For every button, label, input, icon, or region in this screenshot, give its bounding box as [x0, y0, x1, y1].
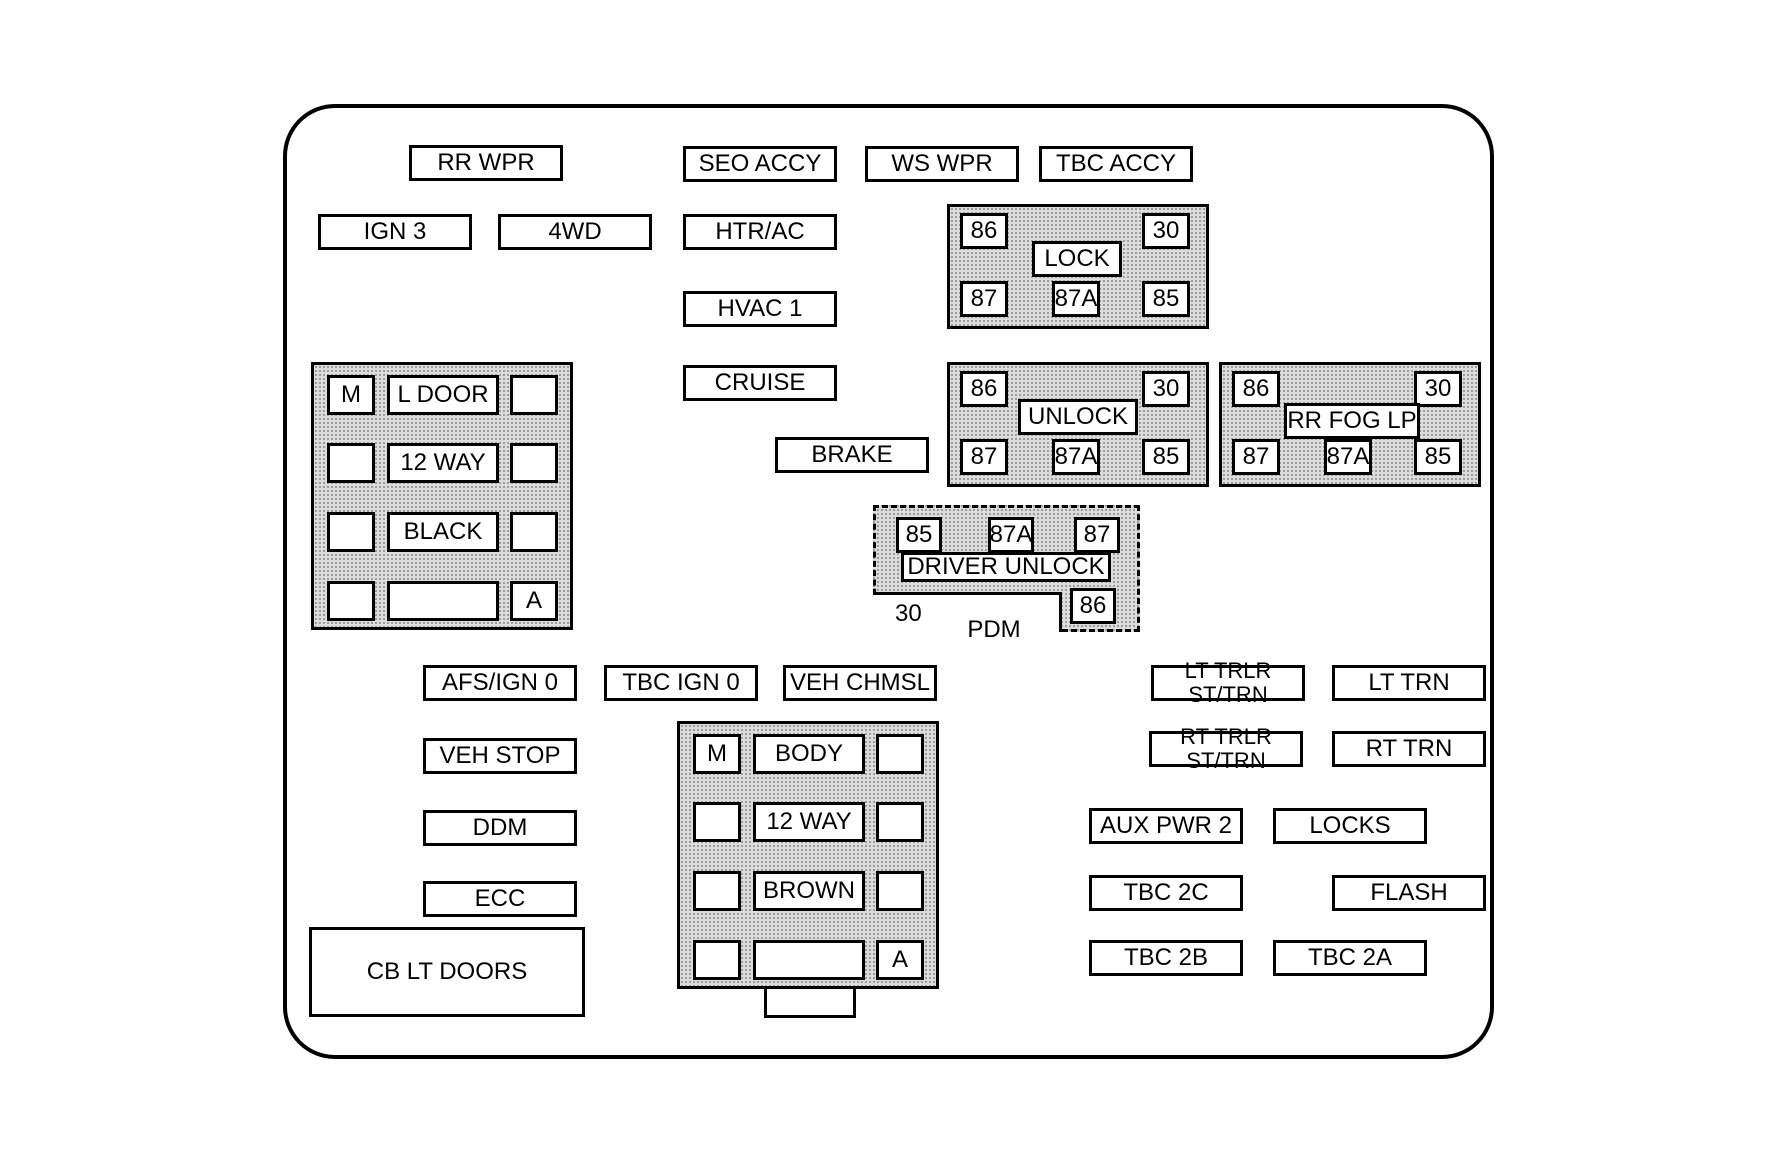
- connector-body-cavity-1: [876, 734, 924, 774]
- relay-lock-pin-85: 85: [1142, 281, 1190, 317]
- fuse-tbc-accy: TBC ACCY: [1039, 146, 1193, 182]
- fuse-4wd: 4WD: [498, 214, 652, 250]
- connector-l-door-cavity-2: [327, 443, 375, 483]
- relay-lock-pin-87: 87: [960, 281, 1008, 317]
- connector-body-color: BROWN: [753, 871, 865, 911]
- relay-driver-unlock-pin-86: 86: [1070, 588, 1116, 624]
- connector-l-door-cavity-4: [327, 512, 375, 552]
- fuse-rt-trn: RT TRN: [1332, 731, 1486, 767]
- fuse-htr-ac: HTR/AC: [683, 214, 837, 250]
- fuse-aux-pwr-2: AUX PWR 2: [1089, 808, 1243, 844]
- connector-body-type: 12 WAY: [753, 802, 865, 842]
- connector-l-door: M L DOOR 12 WAY BLACK A: [311, 362, 573, 630]
- relay-lock-pin-30: 30: [1142, 213, 1190, 249]
- fuse-cruise: CRUISE: [683, 365, 837, 401]
- connector-l-door-color: BLACK: [387, 512, 499, 552]
- connector-body-cavity-4: [693, 871, 741, 911]
- connector-body-cavity-3: [876, 802, 924, 842]
- connector-l-door-m: M: [327, 375, 375, 415]
- connector-body-m: M: [693, 734, 741, 774]
- connector-body-cavity-2: [693, 802, 741, 842]
- relay-unlock-pin-87: 87: [960, 439, 1008, 475]
- fuse-ws-wpr: WS WPR: [865, 146, 1019, 182]
- fuse-tbc-2b: TBC 2B: [1089, 940, 1243, 976]
- fuse-rr-wpr: RR WPR: [409, 145, 563, 181]
- fuse-locks: LOCKS: [1273, 808, 1427, 844]
- connector-body: M BODY 12 WAY BROWN A: [677, 721, 939, 989]
- fuse-veh-chmsl: VEH CHMSL: [783, 665, 937, 701]
- relay-rr-fog-pin-86: 86: [1232, 371, 1280, 407]
- relay-unlock: 86 30 UNLOCK 87 87A 85: [947, 362, 1209, 487]
- relay-unlock-pin-87a: 87A: [1052, 439, 1100, 475]
- fuse-brake: BRAKE: [775, 437, 929, 473]
- relay-driver-unlock-label: DRIVER UNLOCK: [901, 552, 1111, 582]
- relay-rr-fog-lp: 86 30 RR FOG LP 87 87A 85: [1219, 362, 1481, 487]
- relay-lock-label: LOCK: [1032, 241, 1122, 277]
- fuse-ecc: ECC: [423, 881, 577, 917]
- fuse-lt-trlr-st-trn: LT TRLR ST/TRN: [1151, 659, 1305, 707]
- relay-rr-fog-label: RR FOG LP: [1284, 403, 1420, 439]
- fuse-rt-trlr-st-trn: RT TRLR ST/TRN: [1149, 725, 1303, 773]
- relay-rr-fog-pin-87: 87: [1232, 439, 1280, 475]
- relay-rr-fog-pin-85: 85: [1414, 439, 1462, 475]
- relay-lock-pin-87a: 87A: [1052, 281, 1100, 317]
- connector-l-door-cavity-1: [510, 375, 558, 415]
- relay-unlock-pin-30: 30: [1142, 371, 1190, 407]
- connector-l-door-type: 12 WAY: [387, 443, 499, 483]
- connector-body-cavity-7: [753, 940, 865, 980]
- relay-driver-unlock: 85 87A 87 DRIVER UNLOCK 30 86 PDM: [873, 505, 1140, 642]
- fuse-ign-3: IGN 3: [318, 214, 472, 250]
- relay-driver-unlock-module-label: PDM: [962, 618, 1026, 642]
- connector-body-latch: [764, 986, 856, 1018]
- fuse-hvac-1: HVAC 1: [683, 291, 837, 327]
- relay-lock: 86 30 LOCK 87 87A 85: [947, 204, 1209, 329]
- relay-lock-pin-86: 86: [960, 213, 1008, 249]
- connector-body-cavity-6: [693, 940, 741, 980]
- fuse-afs-ign-0: AFS/IGN 0: [423, 665, 577, 701]
- fuse-tbc-2c: TBC 2C: [1089, 875, 1243, 911]
- connector-body-a: A: [876, 940, 924, 980]
- relay-driver-unlock-pin-87a: 87A: [988, 517, 1034, 553]
- connector-body-label: BODY: [753, 734, 865, 774]
- relay-unlock-pin-85: 85: [1142, 439, 1190, 475]
- connector-body-cavity-5: [876, 871, 924, 911]
- relay-rr-fog-pin-30: 30: [1414, 371, 1462, 407]
- circuit-breaker-lt-doors: CB LT DOORS: [309, 927, 585, 1017]
- fuse-tbc-ign-0: TBC IGN 0: [604, 665, 758, 701]
- connector-l-door-label: L DOOR: [387, 375, 499, 415]
- fuse-seo-accy: SEO ACCY: [683, 146, 837, 182]
- relay-unlock-pin-86: 86: [960, 371, 1008, 407]
- fuse-ddm: DDM: [423, 810, 577, 846]
- relay-unlock-label: UNLOCK: [1018, 399, 1138, 435]
- connector-l-door-cavity-6: [327, 581, 375, 621]
- connector-l-door-cavity-7: [387, 581, 499, 621]
- fuse-flash: FLASH: [1332, 875, 1486, 911]
- relay-driver-unlock-pin-87: 87: [1074, 517, 1120, 553]
- fuse-tbc-2a: TBC 2A: [1273, 940, 1427, 976]
- relay-driver-unlock-pin-85: 85: [896, 517, 942, 553]
- connector-l-door-a: A: [510, 581, 558, 621]
- connector-l-door-cavity-5: [510, 512, 558, 552]
- fuse-lt-trn: LT TRN: [1332, 665, 1486, 701]
- relay-rr-fog-pin-87a: 87A: [1324, 439, 1372, 475]
- fuse-veh-stop: VEH STOP: [423, 738, 577, 774]
- connector-l-door-cavity-3: [510, 443, 558, 483]
